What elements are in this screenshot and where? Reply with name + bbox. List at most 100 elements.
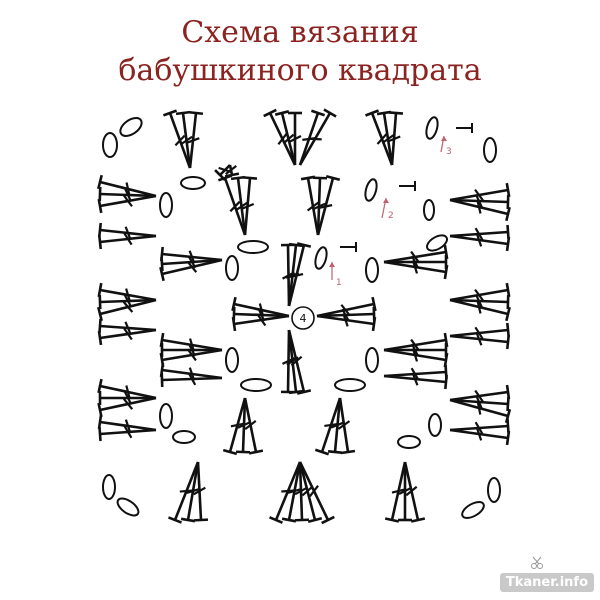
double-crochet-stitch [449, 384, 511, 403]
chain-loop-icon [487, 477, 501, 503]
chain-loop-icon [180, 176, 206, 190]
double-crochet-stitch [162, 109, 192, 169]
chain-loop-icon [225, 255, 239, 281]
round-label-3: 3 [446, 147, 452, 157]
chain-loop-icon [334, 378, 366, 392]
chain-loop-icon [314, 246, 328, 270]
round-arrow-head [329, 262, 335, 267]
double-crochet-stitch [449, 194, 510, 210]
double-crochet-stitch [449, 198, 511, 222]
double-crochet-stitch [312, 176, 328, 236]
double-crochet-stitch [383, 372, 448, 390]
double-crochet-stitch [97, 414, 157, 433]
chain-loop-icon [159, 192, 173, 218]
chain-loop-icon [225, 347, 239, 373]
diagram-title-line-2: бабушкиного квадрата [118, 53, 482, 88]
double-crochet-stitch [449, 322, 511, 340]
double-crochet-stitch [327, 397, 345, 454]
chain-loop-icon [365, 257, 379, 283]
double-crochet-stitch [449, 395, 510, 412]
double-crochet-stitch [449, 282, 511, 302]
double-crochet-stitch [240, 176, 258, 236]
double-crochet-stitch [193, 461, 209, 522]
double-crochet-stitch [398, 462, 412, 522]
double-crochet-stitch [298, 461, 335, 525]
double-crochet-stitch [383, 348, 449, 368]
chain-loop-icon [237, 240, 269, 254]
site-watermark: Tkaner.info [499, 573, 594, 592]
double-crochet-stitch [97, 174, 157, 198]
double-crochet-stitch [376, 110, 395, 166]
chain-loop-icon [102, 132, 118, 158]
double-crochet-stitch [224, 164, 240, 178]
double-crochet-stitch [97, 232, 157, 250]
double-crochet-stitch [383, 260, 449, 280]
chain-loop-icon [172, 430, 196, 444]
double-crochet-stitch [98, 318, 157, 335]
double-crochet-stitch [97, 222, 157, 240]
chain-loop-icon [365, 347, 379, 373]
chain-loop-icon [461, 501, 485, 519]
double-crochet-stitch [222, 397, 247, 456]
chain-loop-icon [397, 435, 421, 449]
double-crochet-stitch [98, 294, 157, 310]
double-crochet-stitch [98, 425, 157, 442]
double-crochet-stitch [274, 110, 297, 166]
chain-loop-icon [364, 178, 378, 202]
round-label-2: 2 [388, 211, 394, 221]
double-crochet-stitch [186, 110, 204, 169]
round-label-1: 1 [336, 278, 342, 288]
double-crochet-stitch [383, 244, 449, 264]
chain-loop-icon [116, 497, 140, 517]
chain-loop-icon [119, 117, 143, 137]
double-crochet-stitch [235, 397, 251, 454]
double-crochet-stitch [287, 242, 312, 307]
round-arrow-head [383, 198, 389, 203]
double-crochet-stitch [180, 461, 200, 523]
double-crochet-stitch [384, 461, 407, 523]
center-ring-label: 4 [300, 312, 307, 325]
double-crochet-stitch [287, 329, 312, 395]
double-crochet-stitch [243, 397, 264, 455]
double-crochet-stitch [98, 391, 156, 405]
double-crochet-stitch [97, 282, 157, 302]
double-crochet-stitch [403, 461, 426, 523]
double-crochet-stitch [300, 175, 320, 236]
chain-loop-icon [240, 378, 272, 392]
double-crochet-stitch [314, 397, 342, 456]
double-crochet-stitch [298, 461, 323, 524]
double-crochet-stitch [449, 332, 511, 350]
chain-loop-icon [159, 403, 173, 429]
double-crochet-stitch [159, 258, 223, 282]
double-crochet-stitch [281, 461, 302, 523]
double-crochet-stitch [337, 397, 356, 455]
chain-loop-icon [425, 116, 439, 140]
double-crochet-stitch [316, 174, 341, 236]
double-crochet-stitch [449, 294, 510, 310]
double-crochet-stitch [288, 111, 302, 165]
center-ring: 4 [291, 306, 315, 330]
double-crochet-stitch [449, 233, 511, 252]
stitch-marks [97, 108, 512, 525]
double-crochet-stitch [97, 194, 157, 214]
double-crochet-stitch [160, 372, 223, 388]
double-crochet-stitch [97, 298, 157, 322]
double-crochet-stitch [449, 298, 511, 322]
scissors-icon [531, 556, 543, 569]
double-crochet-stitch [449, 427, 511, 446]
double-crochet-stitch [364, 109, 394, 166]
round-arrow-head [441, 136, 447, 141]
double-crochet-stitch [449, 418, 510, 435]
double-crochet-stitch [383, 332, 449, 352]
chain-loop-icon [483, 137, 497, 163]
double-crochet-stitch [449, 224, 510, 241]
double-crochet-stitch [97, 327, 157, 346]
double-crochet-stitch [449, 182, 511, 202]
double-crochet-stitch [294, 461, 310, 522]
double-crochet-stitch [231, 313, 290, 332]
double-crochet-stitch [387, 111, 404, 166]
chain-loop-icon [102, 474, 116, 500]
chain-loop-icon [428, 413, 442, 437]
chain-loop-icon [423, 199, 435, 221]
